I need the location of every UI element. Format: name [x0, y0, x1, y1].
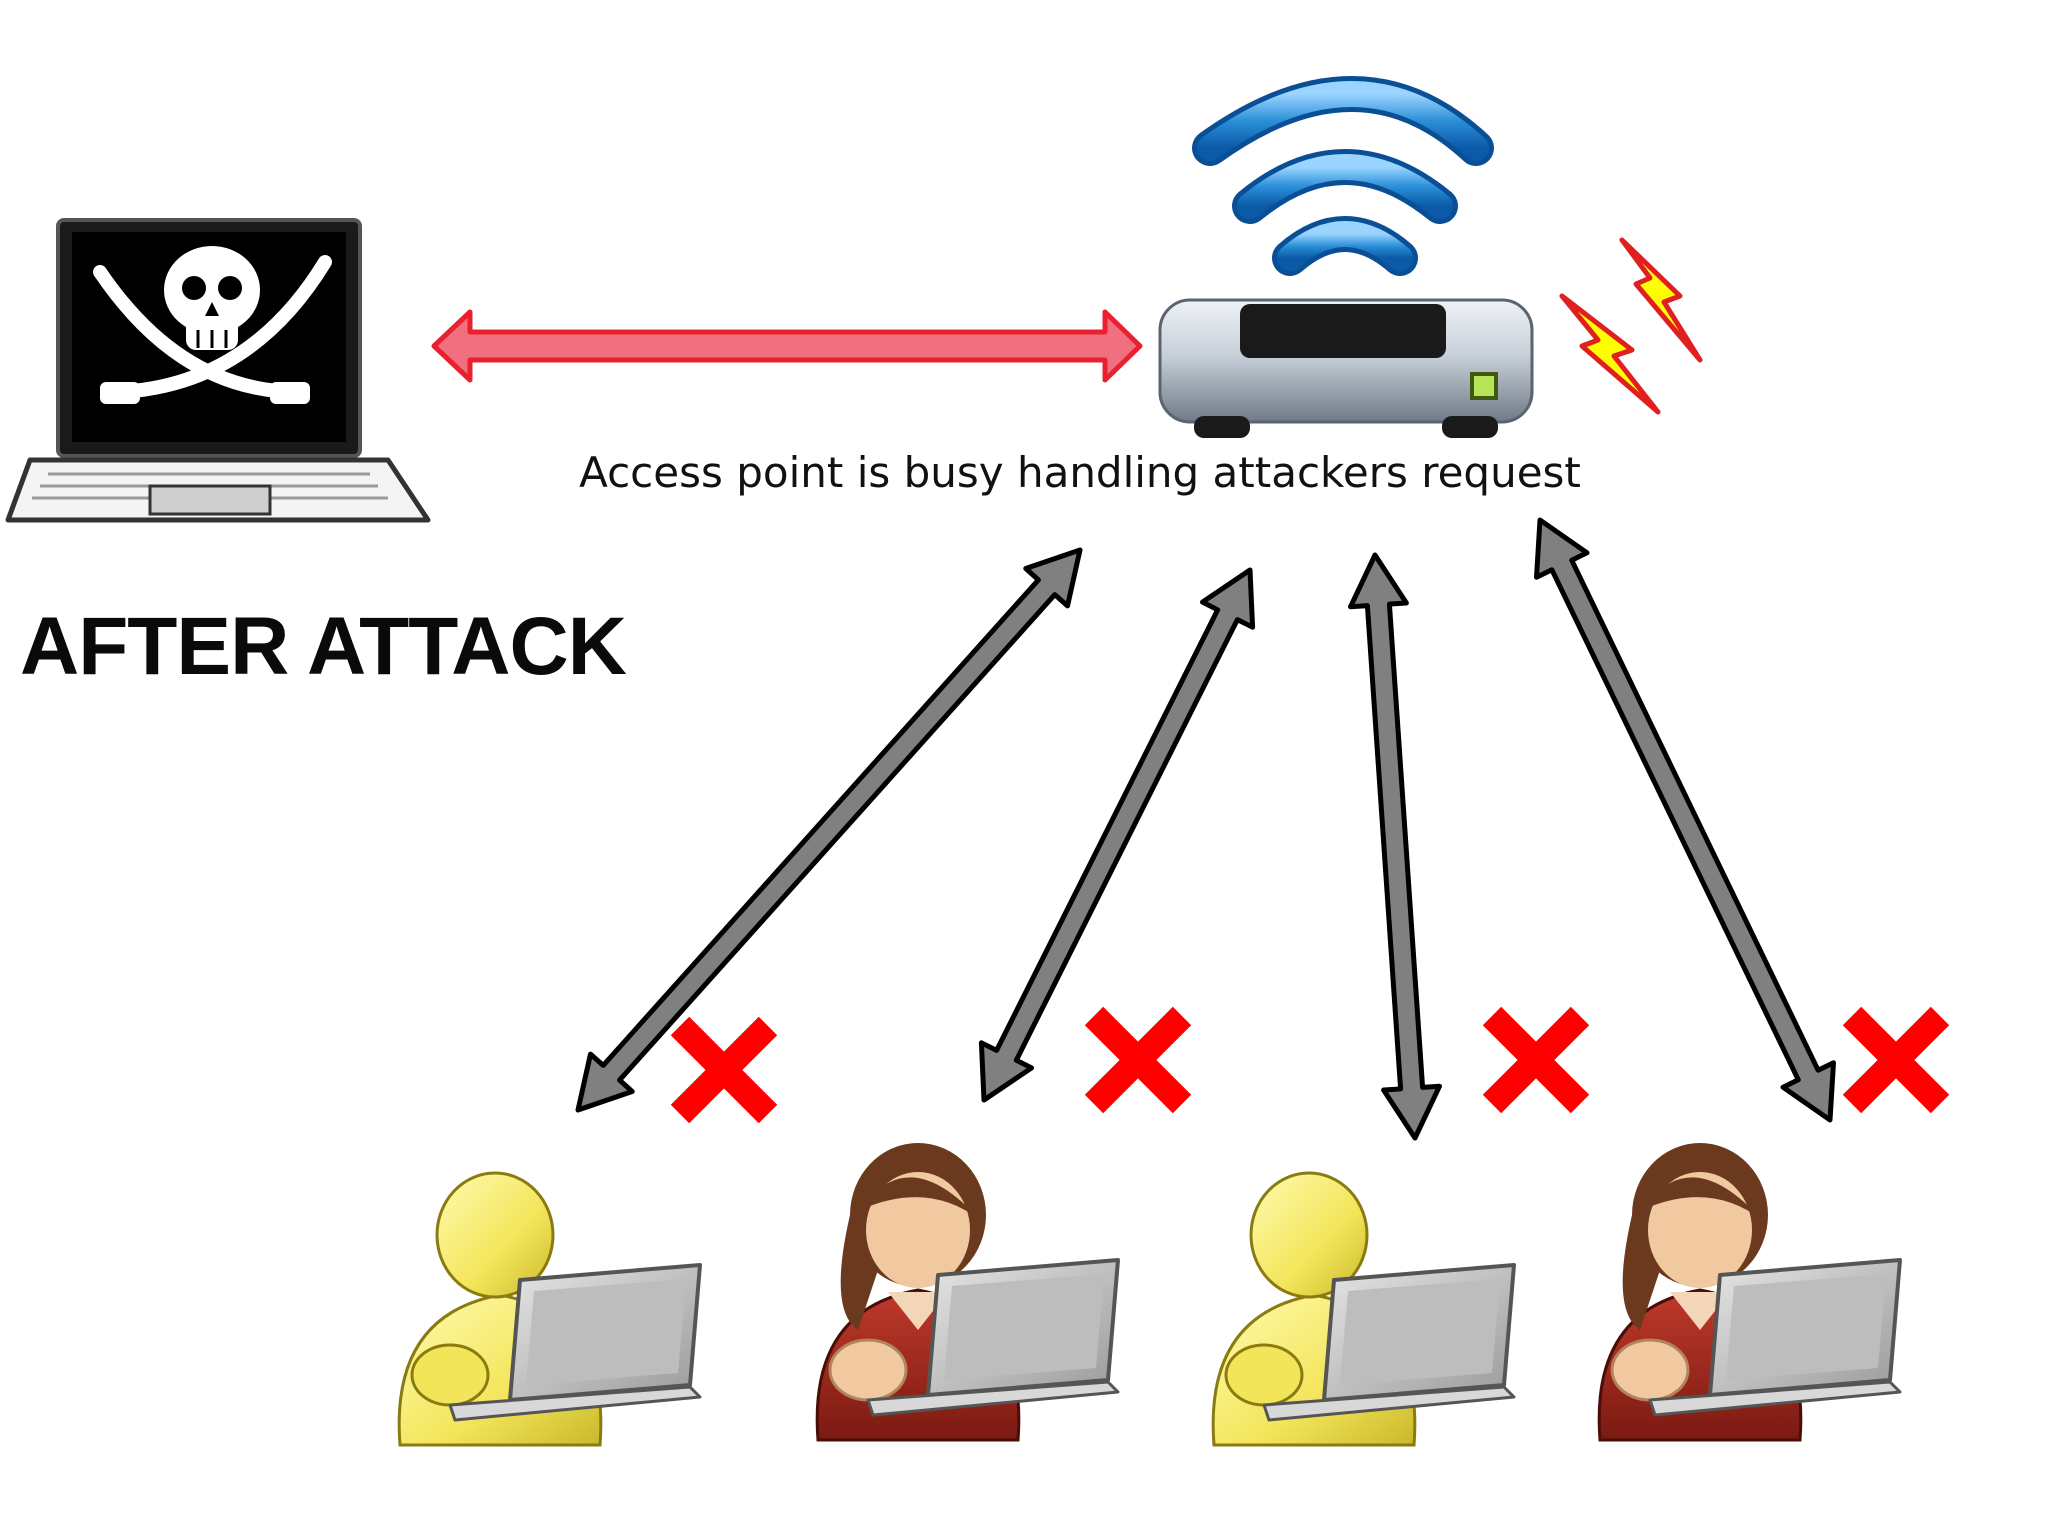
red-x-icon-3 [1482, 1006, 1590, 1114]
wifi-signal-icon [1192, 76, 1494, 276]
yellow-user-laptop-icon-3 [1211, 1171, 1516, 1447]
client-link-arrow-4 [1534, 517, 1836, 1123]
yellow-user-laptop-icon-1 [397, 1171, 702, 1447]
wifi-router-icon [1158, 76, 1534, 438]
attacker-laptop-icon [5, 218, 431, 523]
red-x-icon-4 [1842, 1006, 1950, 1114]
access-point-caption: Access point is busy handling attackers … [579, 448, 1581, 497]
client-link-arrow-1 [575, 547, 1083, 1113]
red-x-icon-1 [670, 1016, 778, 1124]
skull-crossbones-icon [93, 246, 332, 404]
female-user-laptop-icon-2 [815, 1143, 1120, 1442]
attack-link-arrow [431, 309, 1143, 383]
red-x-icon-2 [1084, 1006, 1192, 1114]
lightning-icon [1559, 237, 1703, 415]
diagram-heading: AFTER ATTACK [20, 601, 627, 692]
client-link-arrow-3 [1348, 552, 1442, 1141]
female-user-laptop-icon-4 [1597, 1143, 1902, 1442]
client-link-arrow-2 [978, 567, 1256, 1103]
